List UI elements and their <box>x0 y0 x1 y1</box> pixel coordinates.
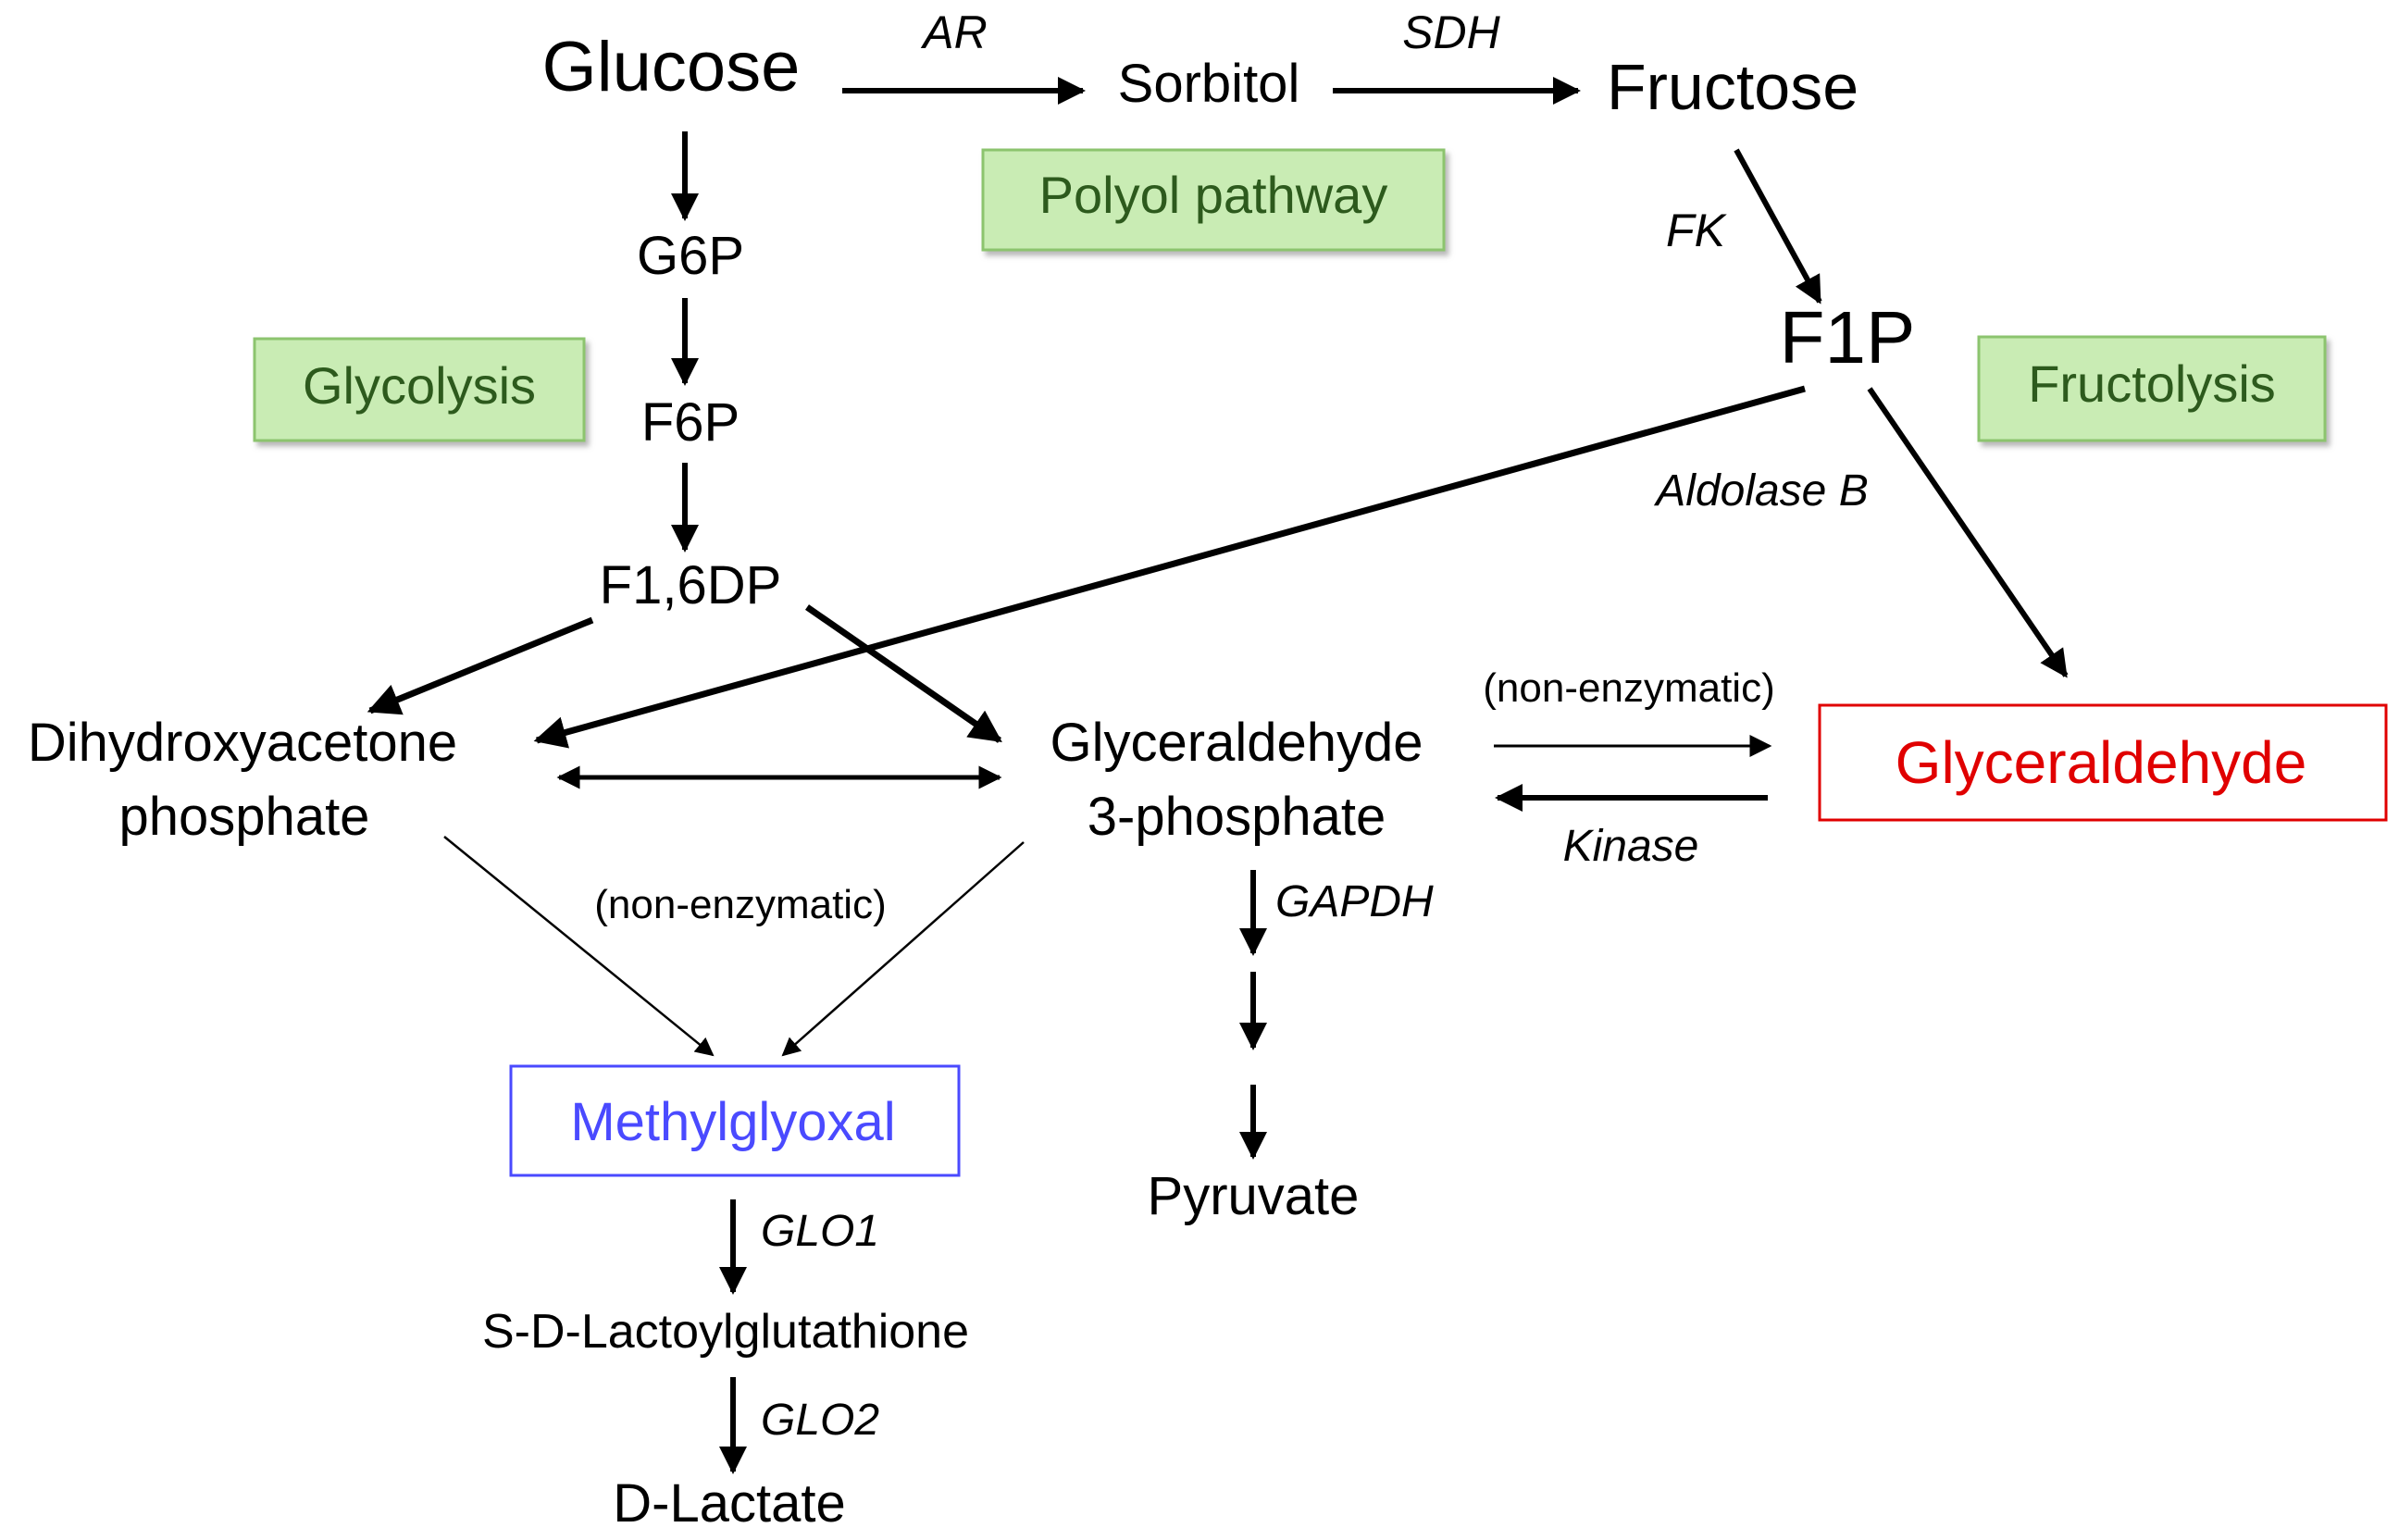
arrow-f1p-dhap <box>533 385 1806 749</box>
fructose-label: Fructose <box>1607 51 1858 123</box>
fructolysis-box: Fructolysis <box>1977 335 2327 442</box>
non-enzymatic-note-mid: (non-enzymatic) <box>594 882 886 927</box>
glycolysis-label: Glycolysis <box>303 356 536 415</box>
arrow-f16dp-g3p <box>805 604 1002 743</box>
sdh-enzyme-label: SDH <box>1402 6 1500 58</box>
d-lactate-label: D-Lactate <box>613 1473 845 1534</box>
glo2-label: GLO2 <box>761 1396 879 1445</box>
arrows <box>367 77 2069 1474</box>
g3p-label-line1: Glyceraldehyde <box>1050 713 1423 773</box>
sorbitol-label: Sorbitol <box>1118 54 1300 114</box>
glyceraldehyde-box <box>1818 703 2388 822</box>
ar-enzyme-label: AR <box>920 6 987 58</box>
polyol-pathway-label: Polyol pathway <box>1039 166 1388 224</box>
dhap-label-line2: phosphate <box>119 787 370 847</box>
lactoylglutathione-label: S-D-Lactoylglutathione <box>482 1305 969 1359</box>
f16dp-label: F1,6DP <box>600 555 782 615</box>
arrow-f16dp-dhap <box>367 616 594 715</box>
g6p-label: G6P <box>637 226 744 286</box>
arrow-dhap-methylglyoxal <box>443 836 715 1057</box>
kinase-label: Kinase <box>1563 822 1699 871</box>
methylglyoxal-box <box>509 1064 961 1177</box>
gapdh-label: GAPDH <box>1275 877 1434 926</box>
dhap-label-line1: Dihydroxyacetone <box>28 713 457 773</box>
arrow-fructose-f1p <box>1734 148 1822 304</box>
g3p-label-line2: 3-phosphate <box>1088 787 1386 847</box>
arrow-g3p-methylglyoxal <box>781 841 1025 1057</box>
glo1-label: GLO1 <box>761 1207 879 1256</box>
fructolysis-label: Fructolysis <box>2028 354 2276 413</box>
f1p-label: F1P <box>1780 296 1916 379</box>
f6p-label: F6P <box>641 392 740 453</box>
glyceraldehyde-label: Glyceraldehyde <box>1896 729 2307 796</box>
aldolase-b-label: Aldolase B <box>1653 466 1868 515</box>
fk-enzyme-label: FK <box>1666 205 1728 256</box>
glycolysis-box: Glycolysis <box>253 337 586 442</box>
non-enzymatic-note-top: (non-enzymatic) <box>1483 665 1774 711</box>
glucose-label: Glucose <box>542 28 801 106</box>
pyruvate-label: Pyruvate <box>1148 1166 1360 1226</box>
arrow-f1p-glyceraldehyde <box>1867 387 2069 678</box>
methylglyoxal-label: Methylglyoxal <box>570 1092 895 1152</box>
polyol-pathway-box: Polyol pathway <box>981 148 1446 252</box>
